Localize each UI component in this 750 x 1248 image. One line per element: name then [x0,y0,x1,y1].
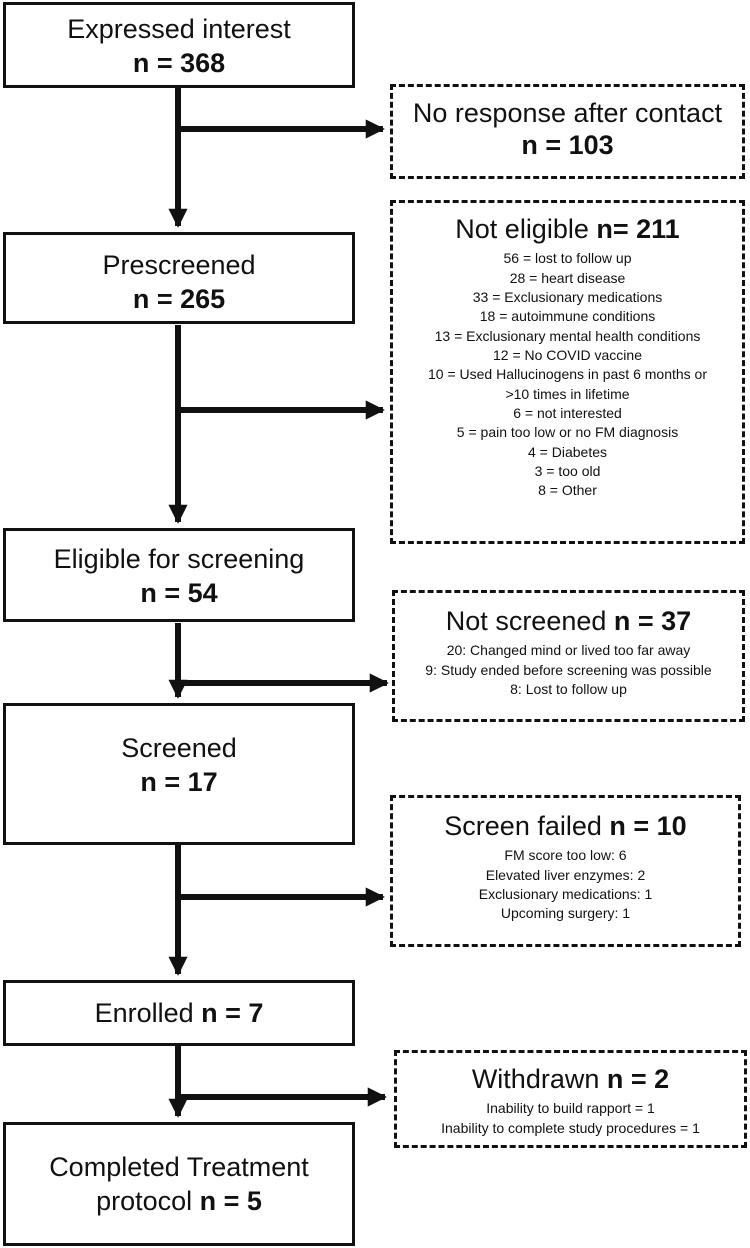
box-count: n= 211 [596,214,680,244]
detail-item: 10 = Used Hallucinogens in past 6 months… [428,366,707,383]
box-title: Completed Treatment [49,1152,309,1182]
box-title: Not eligible n= 211 [393,213,742,245]
box-count: n = 2 [606,1064,670,1094]
box-title-text: Withdrawn [471,1064,600,1094]
box-count: n = 265 [132,283,226,314]
detail-item: 5 = pain too low or no FM diagnosis [456,424,679,441]
detail-item: Inability to build rapport = 1 [486,1100,655,1117]
detail-item: >10 times in lifetime [505,385,630,402]
detail-list: Inability to build rapport = 1 Inability… [397,1099,744,1138]
box-title: Eligible for screening [53,544,305,574]
box-count: n = 5 [199,1185,262,1216]
box-title: Expressed interest [67,14,291,44]
detail-item: FM score too low: 6 [504,847,627,864]
detail-item: 13 = Exclusionary mental health conditio… [434,327,701,344]
box-title: Withdrawn n = 2 [397,1063,744,1095]
box-completed-treatment: Completed Treatment protocol n = 5 [3,1122,355,1246]
detail-item: 33 = Exclusionary medications [472,289,663,306]
box-title: Enrolled n = 7 [6,997,352,1031]
box-not-screened: Not screened n = 37 20: Changed mind or … [392,590,745,722]
box-count: n = 368 [132,47,226,78]
detail-item: 9: Study ended before screening was poss… [425,661,712,678]
detail-item: Elevated liver enzymes: 2 [485,866,646,883]
box-count: n = 37 [613,606,692,636]
detail-item: 3 = too old [534,462,601,479]
box-eligible-for-screening: Eligible for screening n = 54 [3,528,355,622]
box-count: n = 7 [201,998,264,1028]
box-expressed-interest: Expressed interest n = 368 [3,2,355,88]
box-title-text: Enrolled [94,998,194,1028]
detail-list: 20: Changed mind or lived too far away 9… [395,641,742,699]
box-withdrawn: Withdrawn n = 2 Inability to build rappo… [394,1050,747,1148]
box-count: n = 54 [140,577,218,608]
box-title2-text: protocol [96,1185,193,1216]
box-title: Screened [121,733,237,763]
box-screened: Screened n = 17 [3,703,355,845]
box-count: n = 10 [609,811,687,841]
box-prescreened: Prescreened n = 265 [3,232,355,324]
box-title-text: Screen failed [444,811,602,841]
box-screen-failed: Screen failed n = 10 FM score too low: 6… [390,795,741,947]
detail-list: FM score too low: 6 Elevated liver enzym… [393,846,738,923]
box-count: n = 103 [521,130,614,161]
detail-item: 12 = No COVID vaccine [492,346,642,363]
detail-item: 20: Changed mind or lived too far away [446,642,691,659]
box-not-eligible: Not eligible n= 211 56 = lost to follow … [390,200,745,544]
box-enrolled: Enrolled n = 7 [3,980,355,1046]
box-title: Screen failed n = 10 [393,810,738,842]
detail-item: Inability to complete study procedures =… [441,1119,700,1136]
box-no-response: No response after contact n = 103 [390,84,745,179]
box-title: No response after contact [412,98,723,128]
detail-item: 4 = Diabetes [528,443,607,460]
detail-list: 56 = lost to follow up 28 = heart diseas… [393,249,742,500]
detail-item: 28 = heart disease [509,269,626,286]
detail-item: 6 = not interested [513,404,622,421]
detail-item: 8: Lost to follow up [510,681,627,698]
detail-item: 8 = Other [538,482,597,499]
detail-item: 18 = autoimmune conditions [479,308,656,325]
detail-item: 56 = lost to follow up [503,250,632,267]
box-count: n = 17 [140,766,218,797]
box-title-text: Not screened [445,606,607,636]
detail-item: Exclusionary medications: 1 [478,886,653,903]
box-title: Not screened n = 37 [395,605,742,637]
detail-item: Upcoming surgery: 1 [500,905,631,922]
box-title-line2: protocol n = 5 [6,1185,352,1219]
box-title: Prescreened [102,250,256,280]
box-title-text: Not eligible [455,214,589,244]
